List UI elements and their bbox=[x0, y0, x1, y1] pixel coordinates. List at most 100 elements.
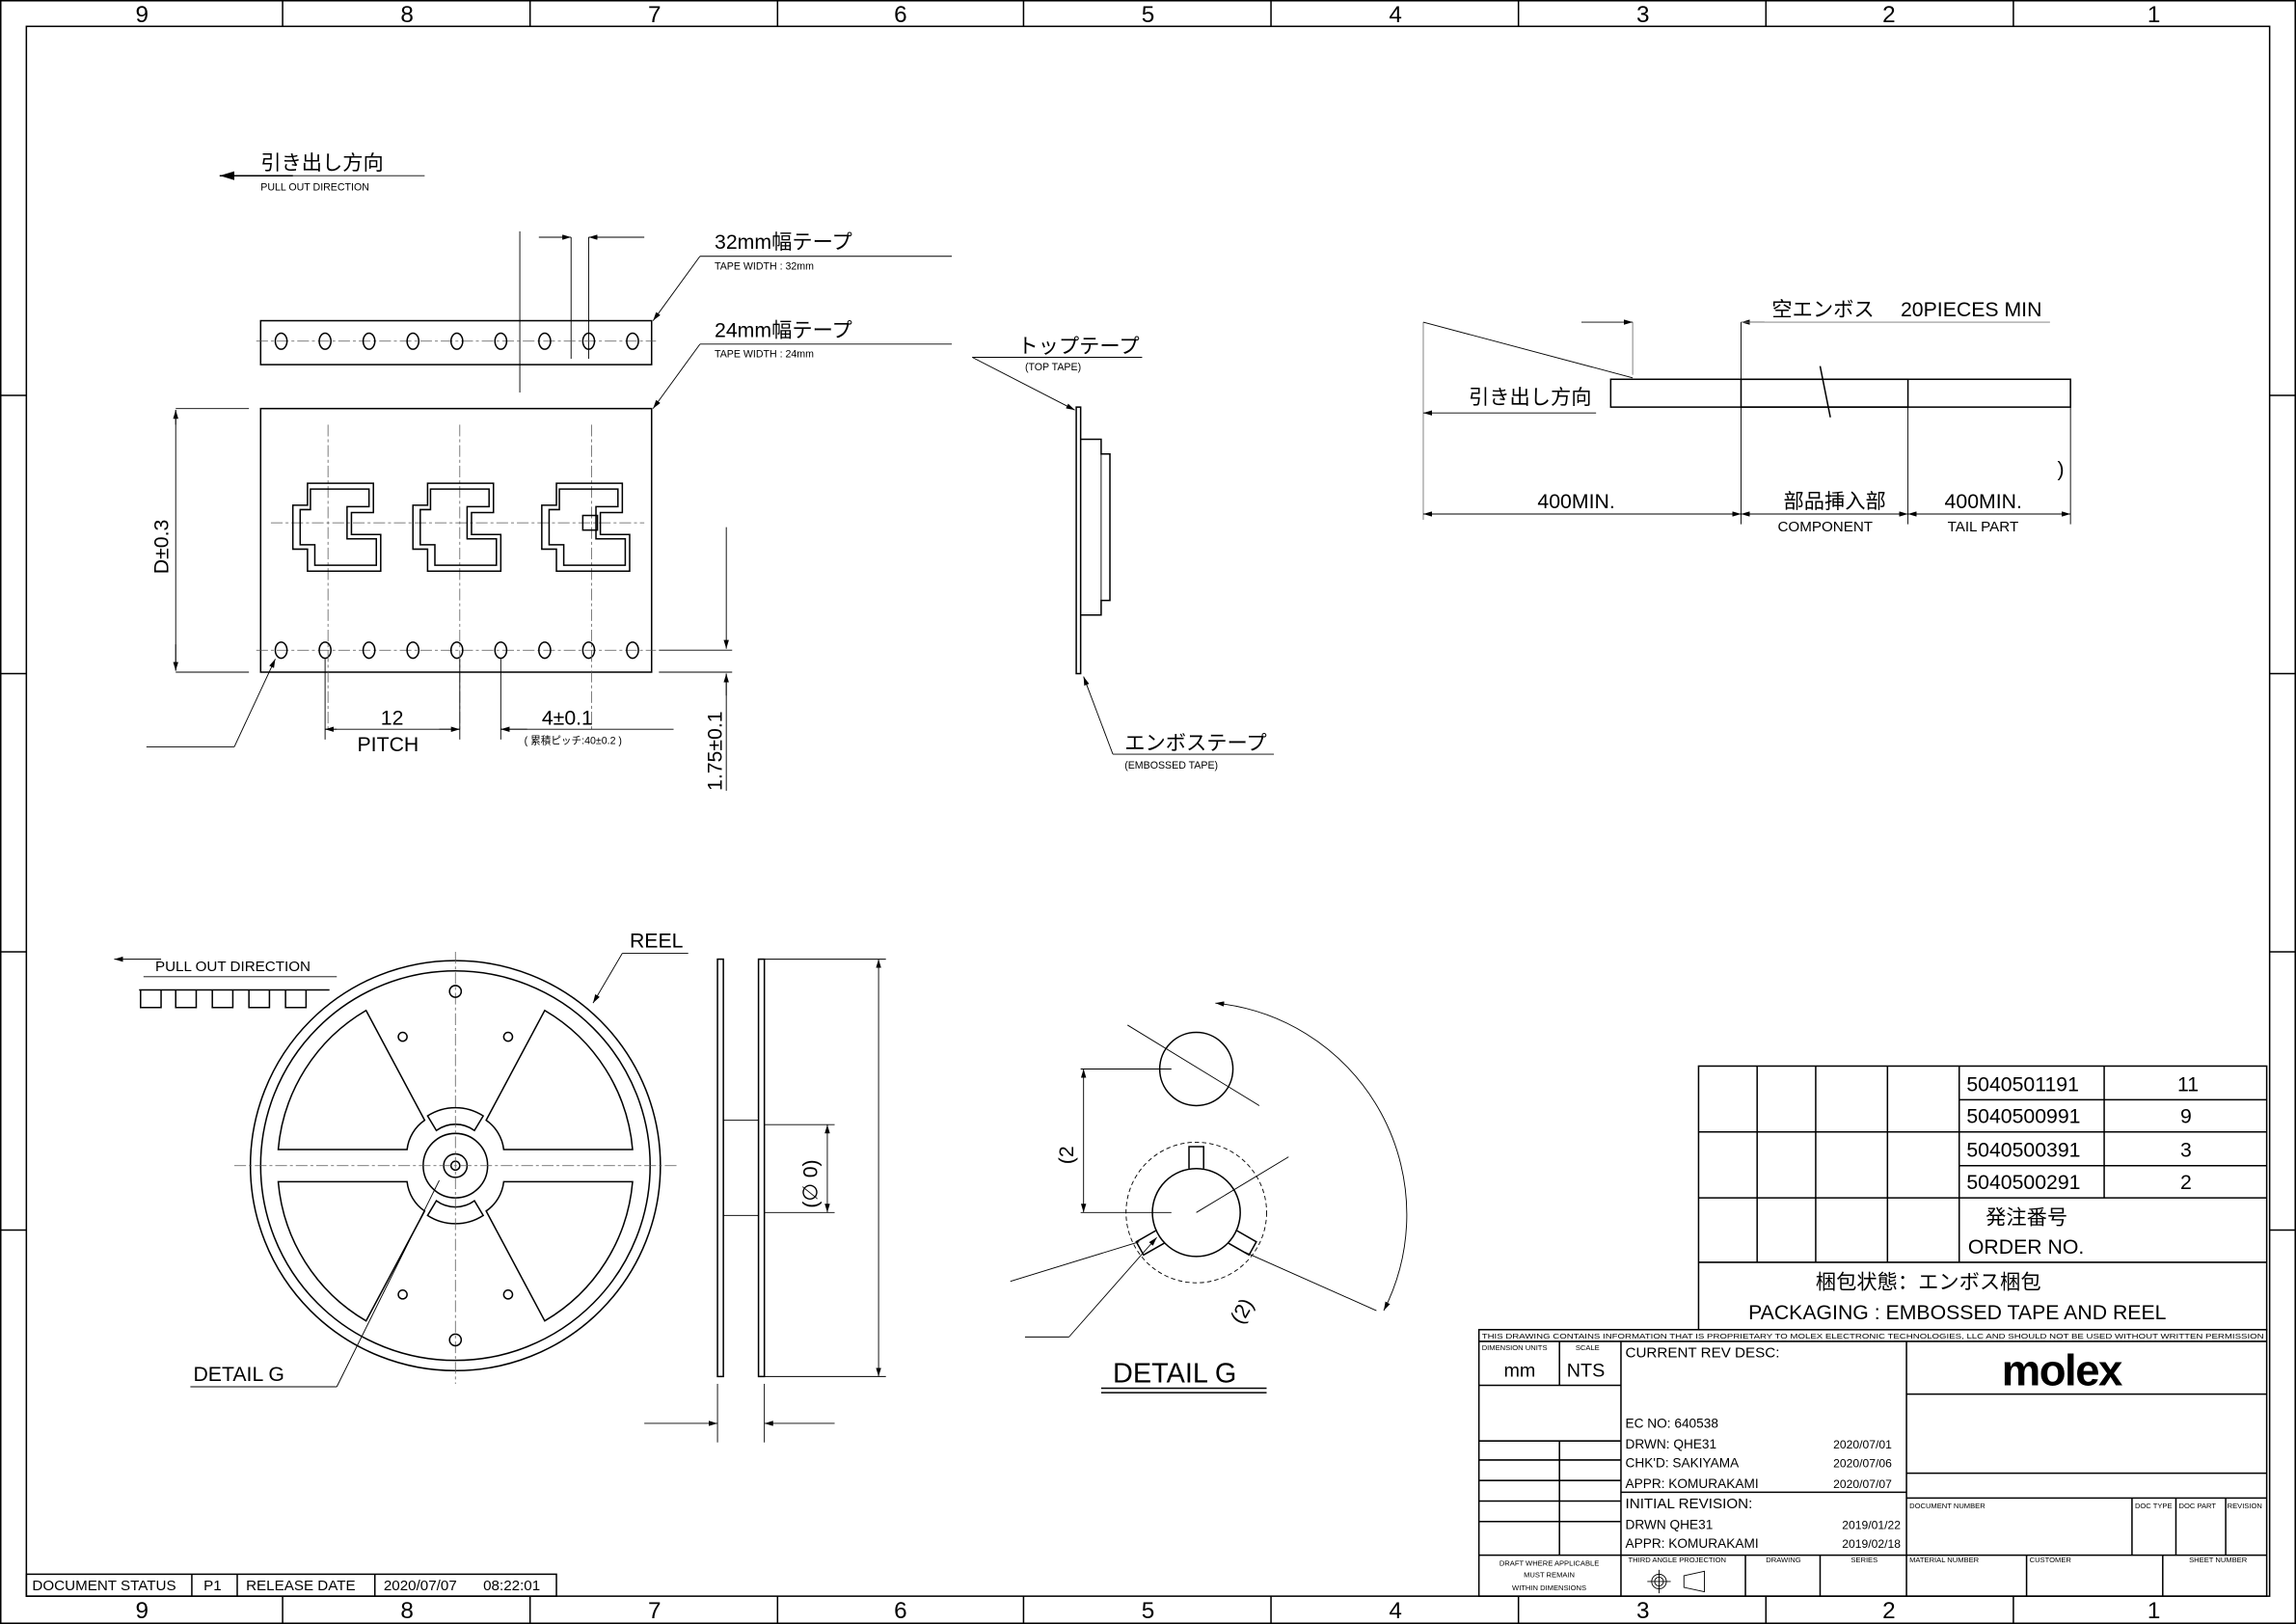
pitch-label: PITCH bbox=[358, 733, 419, 756]
initial-approved-by: APPR: KOMURAKAMI bbox=[1626, 1536, 1759, 1551]
cumulative-pitch: ( 累積ピッチ:40±0.2 ) bbox=[525, 734, 622, 746]
dimension-units-label: DIMENSION UNITS bbox=[1482, 1343, 1548, 1352]
detail-dimension-b: (2) bbox=[1226, 1294, 1258, 1328]
pitch-value: 12 bbox=[381, 707, 404, 730]
checked-by: CHK'D: SAKIYAMA bbox=[1626, 1456, 1741, 1471]
order-number: 5040500991 bbox=[1966, 1105, 2080, 1128]
component-jp: 部品挿入部 bbox=[1784, 490, 1886, 513]
zone-label: 9 bbox=[136, 2, 149, 28]
drawn-by: DRWN: QHE31 bbox=[1626, 1437, 1717, 1451]
tape-width-24-jp: 24mm幅テープ bbox=[715, 318, 852, 341]
material-number-label: MATERIAL NUMBER bbox=[1909, 1556, 1980, 1564]
sprocket-hole bbox=[406, 641, 420, 660]
empty-emboss-count: 20PIECES MIN bbox=[1901, 298, 2041, 321]
zone-label: 3 bbox=[1636, 1598, 1650, 1624]
zone-label: 6 bbox=[894, 1598, 907, 1624]
order-number: 5040500291 bbox=[1966, 1171, 2080, 1194]
top-tape-en: (TOP TAPE) bbox=[1025, 362, 1081, 373]
initial-revision: INITIAL REVISION: bbox=[1626, 1496, 1753, 1512]
top-tape-jp: トップテープ bbox=[1017, 335, 1139, 358]
order-table: 5040501191 11 5040500991 9 5040500391 3 … bbox=[1697, 1065, 2268, 1331]
sprocket-hole bbox=[406, 332, 420, 350]
drawn-date: 2020/07/01 bbox=[1833, 1438, 1892, 1451]
zone-label: 7 bbox=[648, 2, 662, 28]
zone-label: 5 bbox=[1142, 1598, 1155, 1624]
sheet-number-label: SHEET NUMBER bbox=[2189, 1556, 2248, 1564]
drawing-label: DRAWING bbox=[1766, 1556, 1800, 1564]
component-pockets bbox=[291, 482, 631, 572]
proprietary-notice: THIS DRAWING CONTAINS INFORMATION THAT I… bbox=[1482, 1332, 2264, 1340]
detail-g-title: DETAIL G bbox=[1113, 1358, 1236, 1389]
detail-g: (2 (2) DETAIL G bbox=[1010, 1001, 1408, 1394]
scale-value: NTS bbox=[1567, 1360, 1605, 1381]
pull-direction-en: PULL OUT DIRECTION bbox=[260, 181, 369, 193]
zone-label: 5 bbox=[1142, 2, 1155, 28]
embossed-tape-en: (EMBOSSED TAPE) bbox=[1124, 760, 1218, 771]
zone-label: 9 bbox=[136, 1598, 149, 1624]
release-date-label: RELEASE DATE bbox=[246, 1578, 356, 1594]
doc-part-label: DOC PART bbox=[2179, 1502, 2217, 1510]
doc-type-label: DOC TYPE bbox=[2135, 1502, 2173, 1510]
tail-min: 400MIN. bbox=[1945, 490, 2022, 513]
zone-label: 8 bbox=[400, 1598, 414, 1624]
document-status-value: P1 bbox=[203, 1578, 222, 1594]
sprocket-hole bbox=[274, 332, 288, 350]
zone-label: 4 bbox=[1389, 2, 1402, 28]
sprocket-hole bbox=[449, 332, 464, 350]
sprocket-hole bbox=[626, 332, 639, 350]
series-label: SERIES bbox=[1850, 1556, 1877, 1564]
tape-width-32-jp: 32mm幅テープ bbox=[715, 230, 852, 254]
sprocket-hole bbox=[274, 641, 288, 660]
order-quantity: 11 bbox=[2177, 1072, 2199, 1096]
draft-note: MUST REMAIN bbox=[1524, 1570, 1575, 1579]
zone-label: 7 bbox=[648, 1598, 662, 1624]
order-quantity: 2 bbox=[2180, 1171, 2192, 1194]
sprocket-hole bbox=[318, 641, 332, 660]
sprocket-hole bbox=[538, 332, 552, 350]
zone-label: 4 bbox=[1389, 1598, 1402, 1624]
molex-logo: molex bbox=[2002, 1345, 2122, 1394]
hub-diameter: (∅ 0) bbox=[798, 1159, 822, 1207]
sprocket-hole bbox=[318, 332, 332, 350]
document-status-label: DOCUMENT STATUS bbox=[32, 1578, 176, 1594]
zone-label: 3 bbox=[1636, 2, 1650, 28]
tape-side-view: トップテープ (TOP TAPE) エンボステープ (EMBOSSED TAPE… bbox=[972, 335, 1275, 771]
scale-label: SCALE bbox=[1576, 1343, 1600, 1352]
reel-pull-direction: PULL OUT DIRECTION bbox=[155, 959, 311, 975]
d-dimension: D±0.3 bbox=[150, 520, 174, 575]
order-quantity: 3 bbox=[2180, 1139, 2192, 1162]
tail-part-en: TAIL PART bbox=[1948, 519, 2019, 535]
zone-label: 2 bbox=[1882, 1598, 1896, 1624]
edge-dimension: 1.75±0.1 bbox=[704, 711, 727, 791]
tape-top-view: 引き出し方向 PULL OUT DIRECTION 32mm幅テープ TAPE … bbox=[146, 151, 953, 791]
third-angle-projection-icon bbox=[1647, 1569, 1705, 1594]
order-quantity: 9 bbox=[2180, 1105, 2192, 1128]
embossed-tape-jp: エンボステープ bbox=[1124, 731, 1266, 754]
pull-direction-jp: 引き出し方向 bbox=[1469, 386, 1592, 409]
detail-g-reference: DETAIL G bbox=[193, 1363, 284, 1386]
empty-emboss-jp: 空エンボス bbox=[1771, 298, 1874, 321]
zone-labels-top: 9 8 7 6 5 4 3 2 1 bbox=[136, 2, 2161, 28]
zone-label: 6 bbox=[894, 2, 907, 28]
checked-date: 2020/07/06 bbox=[1833, 1457, 1892, 1471]
sprocket-hole bbox=[362, 641, 376, 660]
customer-label: CUSTOMER bbox=[2030, 1556, 2072, 1564]
zone-label: 8 bbox=[400, 2, 414, 28]
leader-tail-layout: 空エンボス 20PIECES MIN 引き出し方向 400MIN. 部品挿入部 … bbox=[1422, 298, 2071, 535]
paren-mark: ) bbox=[2057, 458, 2064, 481]
document-number-label: DOCUMENT NUMBER bbox=[1909, 1502, 1985, 1510]
packaging-jp: 梱包状態：エンボス梱包 bbox=[1816, 1270, 2041, 1293]
release-time: 08:22:01 bbox=[483, 1578, 540, 1594]
release-date: 2020/07/07 bbox=[384, 1578, 457, 1594]
sprocket-hole bbox=[494, 332, 508, 350]
order-number: 5040501191 bbox=[1966, 1072, 2079, 1096]
sprocket-hole bbox=[581, 332, 596, 350]
draft-note: WITHIN DIMENSIONS bbox=[1512, 1583, 1586, 1592]
order-header-jp: 発注番号 bbox=[1985, 1205, 2067, 1229]
sprocket-hole bbox=[538, 641, 552, 660]
packaging-en: PACKAGING : EMBOSSED TAPE AND REEL bbox=[1748, 1301, 2167, 1324]
hole-pitch: 4±0.1 bbox=[542, 707, 593, 730]
order-header-en: ORDER NO. bbox=[1968, 1235, 2084, 1259]
